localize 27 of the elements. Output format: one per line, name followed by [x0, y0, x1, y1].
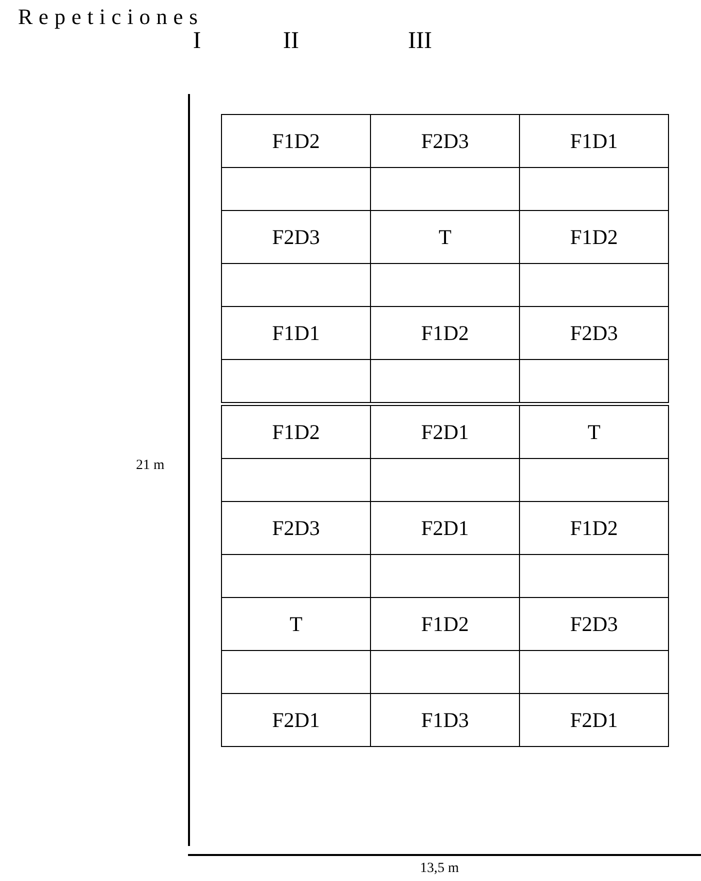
plot-cell: F2D3: [222, 502, 370, 554]
dimension-label: 21 m: [136, 458, 164, 474]
plot-cell: F1D2: [520, 502, 668, 554]
plot-cell: F1D1: [222, 306, 370, 360]
column-header: II: [283, 28, 299, 55]
title: Repeticiones: [18, 4, 204, 30]
plot-cell: F2D1: [520, 694, 668, 746]
plot-cell: F1D2: [370, 306, 520, 360]
plot-cell: F2D3: [520, 598, 668, 650]
column-header: I: [193, 28, 201, 55]
plot-cell: F2D3: [520, 306, 668, 360]
plot-cell: F1D2: [520, 210, 668, 264]
dimension-label: 13,5 m: [420, 861, 459, 877]
plot-cell: F1D2: [222, 404, 370, 458]
plot-cell: F2D3: [222, 210, 370, 264]
plot-cell: F1D1: [520, 114, 668, 168]
plot-cell: T: [370, 210, 520, 264]
plot-cell: F2D3: [370, 114, 520, 168]
plot-cell: F2D1: [370, 404, 520, 458]
plot-cell: F1D2: [370, 598, 520, 650]
plot-cell: F2D1: [222, 694, 370, 746]
plot-cell: F2D1: [370, 502, 520, 554]
plot-cell: T: [222, 598, 370, 650]
plot-cell: F1D2: [222, 114, 370, 168]
plot-cell: F1D3: [370, 694, 520, 746]
column-header: III: [408, 28, 432, 55]
plot-cell: T: [520, 404, 668, 458]
